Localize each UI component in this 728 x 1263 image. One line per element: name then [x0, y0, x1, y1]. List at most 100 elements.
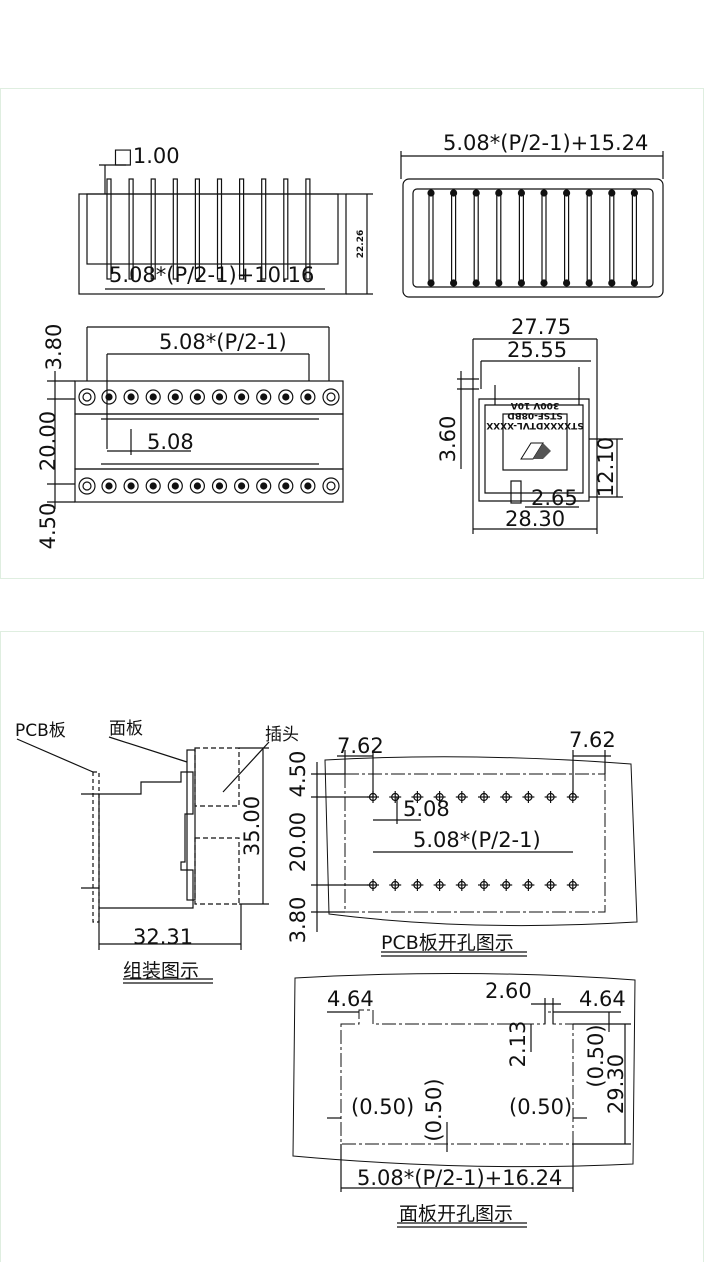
- slot: [473, 190, 479, 286]
- end-width-inner: 25.55: [507, 338, 567, 362]
- terminal-hole: [304, 393, 312, 401]
- pin: [261, 178, 267, 280]
- terminal-hole: [300, 389, 316, 405]
- slot: [631, 190, 638, 286]
- end-foot: 2.65: [531, 486, 578, 510]
- label-line-1: STXXXXDTVL-XXXX: [486, 420, 584, 430]
- slot-dot: [427, 189, 435, 197]
- terminal-hole: [300, 478, 316, 494]
- panel-caption: 面板开孔图示: [399, 1203, 513, 1225]
- slot-dot: [630, 279, 639, 287]
- terminal-hole: [260, 393, 268, 401]
- terminal-hole: [123, 389, 139, 405]
- side-width: 5.08*(P/2-1)+10.16: [109, 263, 314, 287]
- mount-hole: [326, 481, 336, 491]
- terminal-hole: [282, 393, 290, 401]
- terminal-hole: [193, 393, 201, 401]
- assembly-label-pcb: PCB板: [15, 721, 66, 741]
- slot-dot: [630, 189, 639, 197]
- slot: [541, 190, 547, 286]
- terminal-hole: [234, 389, 250, 405]
- panel-radius-left: (0.50): [351, 1095, 414, 1119]
- slot: [609, 190, 615, 286]
- pcb-dim-top: 4.50: [286, 751, 310, 798]
- front-pitch: 5.08: [147, 430, 194, 454]
- panel-height: 29.30: [604, 1054, 628, 1114]
- terminal-hole: [193, 482, 201, 490]
- terminal-hole: [145, 478, 161, 494]
- assembly-label-panel: 面板: [109, 719, 143, 739]
- mount-hole: [322, 477, 340, 495]
- front-dim-mid: 20.00: [36, 411, 60, 471]
- logo-mark: [520, 442, 551, 460]
- front-dim-top: 3.80: [42, 324, 66, 371]
- terminal-hole: [256, 478, 272, 494]
- pin: [128, 178, 134, 280]
- pin: [172, 178, 178, 280]
- end-width-outer: 27.75: [511, 315, 571, 339]
- slot-dot: [517, 189, 526, 197]
- mount-hole: [78, 388, 96, 406]
- pcb-left-margin: 7.62: [337, 734, 384, 758]
- terminal-hole: [127, 482, 135, 490]
- terminal-hole: [105, 482, 113, 490]
- slot: [563, 190, 570, 286]
- slot: [518, 190, 525, 286]
- assembly-view: [16, 736, 270, 984]
- terminal-hole: [149, 482, 157, 490]
- slot-dot: [427, 279, 435, 287]
- side-pin-size: □1.00: [113, 144, 180, 168]
- pcb-dim-bottom: 3.80: [286, 897, 310, 944]
- panel-right-tab: 4.64: [579, 987, 626, 1011]
- slot-dot: [562, 189, 571, 197]
- front-dim-bottom: 4.50: [36, 503, 60, 550]
- pcb-dim-mid: 20.00: [286, 812, 310, 872]
- end-base: 28.30: [505, 507, 565, 531]
- top-view: [400, 151, 664, 298]
- pcb-pitch-span: 5.08*(P/2-1): [413, 828, 541, 852]
- technical-drawing-panel-bottom: PCB板 面板 插头 35.00 32.31 组装图示 7.62 7.62 4.…: [0, 631, 704, 1262]
- front-pitch-span: 5.08*(P/2-1): [159, 330, 287, 354]
- terminal-hole: [215, 393, 224, 401]
- slot-dot: [585, 189, 593, 197]
- terminal-hole: [215, 482, 224, 490]
- terminal-hole: [238, 482, 246, 490]
- slot: [428, 190, 434, 286]
- pin: [239, 178, 245, 280]
- panel-notch-depth: 2.13: [506, 1021, 530, 1068]
- pcb-pitch: 5.08: [403, 797, 450, 821]
- slot-dot: [495, 279, 503, 287]
- slot-dot: [495, 189, 503, 197]
- terminal-hole: [238, 393, 246, 401]
- slot-dot: [585, 279, 593, 287]
- slot-dot: [472, 189, 480, 197]
- mount-hole: [78, 477, 96, 495]
- terminal-hole: [101, 389, 117, 405]
- slot-dot: [450, 189, 458, 197]
- assembly-label-plug: 插头: [265, 725, 299, 745]
- terminal-hole: [278, 389, 294, 405]
- connector-drawing-top-svg: STXXXXDTVL-XXXX STSF-08BD 300V 10A □1.00…: [36, 131, 664, 550]
- panel-notch: 2.60: [485, 979, 532, 1003]
- end-height-left: 3.60: [436, 416, 460, 463]
- terminal-hole: [167, 389, 183, 405]
- terminal-hole: [167, 478, 183, 494]
- terminal-hole: [211, 478, 228, 494]
- terminal-hole: [256, 389, 272, 405]
- pcb-cutout-view: [311, 750, 638, 957]
- side-height: 22.26: [356, 230, 366, 258]
- panel-cutout-view: [292, 972, 636, 1228]
- connector-drawing-bottom-svg: PCB板 面板 插头 35.00 32.31 组装图示 7.62 7.62 4.…: [15, 719, 638, 1228]
- terminal-hole: [278, 478, 294, 494]
- terminal-hole: [304, 482, 312, 490]
- slot-dot: [517, 279, 526, 287]
- terminal-hole: [211, 389, 228, 405]
- slot-dot: [608, 279, 616, 287]
- end-height-right: 12.10: [594, 437, 618, 497]
- terminal-hole: [145, 389, 161, 405]
- mount-hole: [326, 392, 336, 402]
- slot-dot: [472, 279, 480, 287]
- terminal-hole: [123, 478, 139, 494]
- technical-drawing-panel-top: STXXXXDTVL-XXXX STSF-08BD 300V 10A □1.00…: [0, 88, 704, 579]
- front-view: [47, 326, 344, 509]
